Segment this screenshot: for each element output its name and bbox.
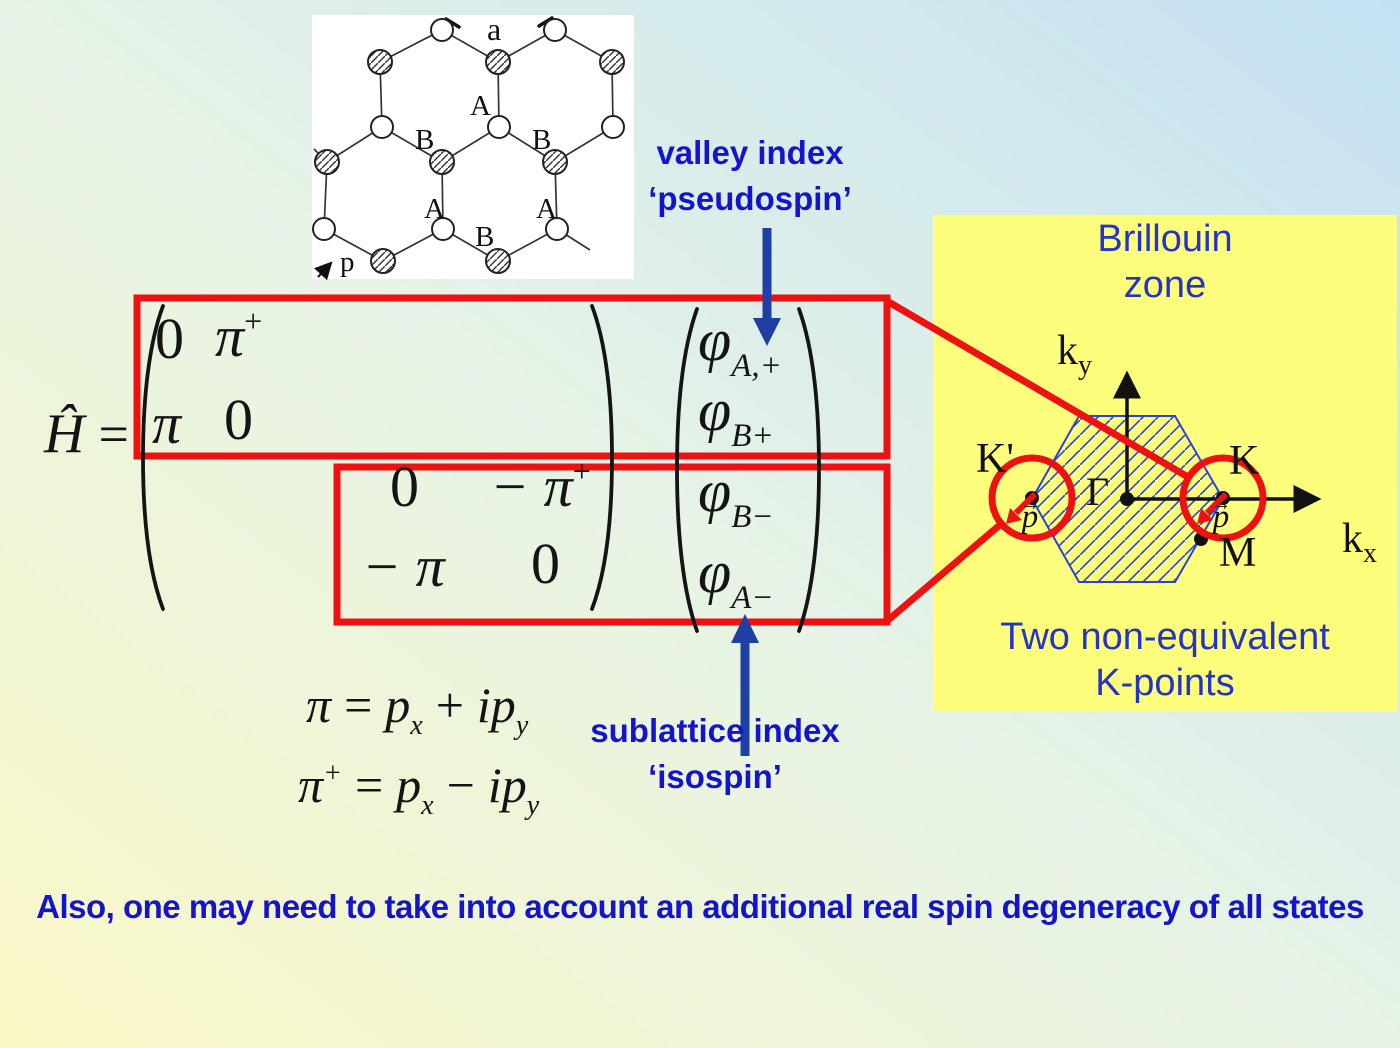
m-label: M [1219,530,1257,576]
connector-to-k [885,297,1190,481]
brillouin-zone-title: Brillouin zone [1097,218,1233,307]
momentum-label: p [340,246,355,278]
matrix-entry-r4c3: − π [362,534,445,599]
sublattice-index-annotation: sublattice index ‘isospin’ [575,708,855,799]
matrix-entry-r3c3: 0 [390,454,419,519]
p-vector-label: → p [1012,493,1048,534]
hamiltonian-lhs: Ĥ= [44,404,129,462]
matrix-entry-r2c2: 0 [224,387,253,452]
gamma-label: Γ [1086,469,1110,514]
site-label-B: B [532,124,552,156]
matrix-entry-r3c4: − π+ [490,453,591,519]
sublattice-index-line1: sublattice index [590,712,840,749]
valley-index-line2: ‘pseudospin’ [648,179,852,217]
site-label-A: A [536,193,557,225]
connector-to-k-prime [884,521,1004,624]
site-label-B: B [475,221,495,253]
site-label-A: A [424,193,445,225]
vector-arrow-icon: → [1211,493,1231,515]
spinor-component-3: φB− [698,458,774,535]
kx-axis-label: kx [1342,516,1377,569]
site-label-A: A [470,90,491,122]
valley-index-annotation: valley index ‘pseudospin’ [628,130,872,221]
p-vector-label: → p [1203,493,1239,534]
brillouin-zone-caption: Two non-equivalent K-points [1000,616,1330,705]
valley-index-line1: valley index [656,134,844,171]
k-label: K [1229,438,1260,484]
k-plus-block-outline [133,294,891,460]
ky-axis-label: ky [1057,328,1092,381]
honeycomb-lattice-figure [312,15,634,281]
valley-highlight-circles [988,454,1267,542]
momentum-arrows-red [1006,491,1229,524]
arrow-up-icon [731,614,759,643]
pi-dagger-definition: π+=px−ipy [298,757,540,821]
spinor-component-4: φA− [698,539,774,616]
equals-sign: = [98,404,129,464]
sublattice-index-line2: ‘isospin’ [648,757,782,795]
matrix-entry-r4c4: 0 [531,531,560,596]
sublattice-b-sites [314,49,625,274]
matrix-entry-r1c2: π+ [215,303,263,369]
h-operator: Ĥ [44,403,85,465]
matrix-entry-r1c1: 0 [155,306,184,371]
lattice-constant-label: a [487,11,502,47]
momentum-arrow-icon [314,261,333,281]
matrix-entry-r2c1: π [152,391,182,456]
lattice-panel [312,15,634,279]
vector-arrow-icon: → [1020,493,1040,515]
annotation-arrows [731,228,781,756]
footer-note: Also, one may need to take into account … [36,888,1364,925]
arrow-down-icon [753,318,781,346]
k-prime-label: K' [976,436,1014,482]
spinor-component-1: φA,+ [698,307,782,384]
sublattice-a-sites [312,18,625,241]
site-label-B: B [415,124,435,156]
matrix-parentheses [141,304,821,633]
pi-definition: π=px+ipy [306,677,529,741]
spinor-component-2: φB+ [698,377,774,454]
